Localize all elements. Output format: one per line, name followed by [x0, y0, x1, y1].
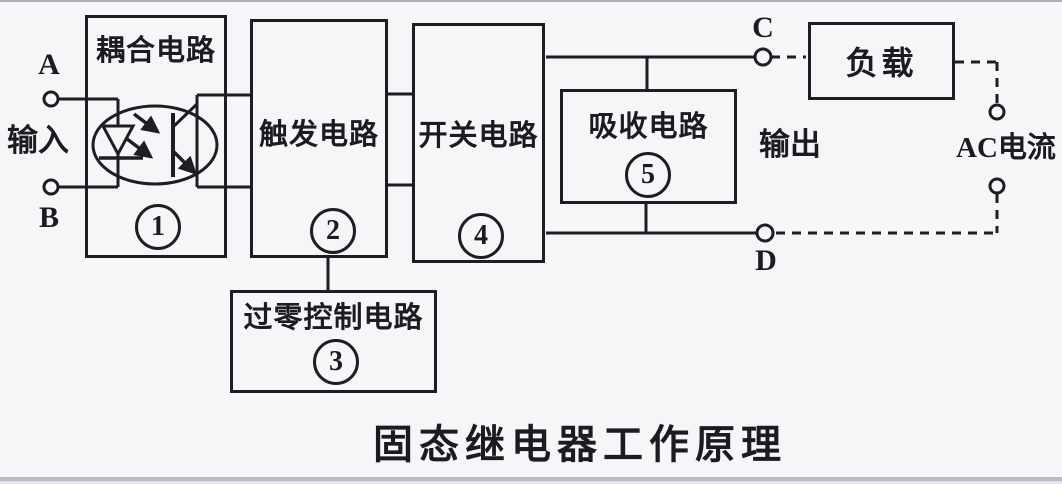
trigger-circuit-label: 触发电路	[258, 119, 379, 151]
optocoupler-icon	[91, 95, 219, 187]
trigger-circuit-block: 触发电路 2	[250, 19, 388, 258]
coupling-circuit-block: 耦合电路 1	[85, 15, 227, 258]
snubber-circuit-label: 吸收电路	[588, 111, 709, 143]
terminal-d-circle	[755, 223, 775, 243]
terminal-a-circle	[42, 90, 60, 108]
terminal-b-circle	[42, 178, 60, 196]
trigger-circuit-number-badge: 2	[310, 208, 356, 254]
snubber-circuit-block: 吸收电路 5	[560, 89, 737, 204]
terminal-a-label: A	[38, 48, 60, 81]
zero-crossing-circuit-number-badge: 3	[313, 339, 359, 385]
output-label: 输出	[759, 127, 821, 162]
bottom-edge-strip-light	[0, 481, 1062, 484]
terminal-c-label: C	[752, 11, 774, 44]
ac-source-bottom-terminal	[988, 177, 1006, 195]
coupling-circuit-number-badge: 1	[135, 204, 181, 250]
diagram-title: 固态继电器工作原理	[373, 422, 787, 467]
terminal-c-circle	[753, 47, 773, 67]
block-connectors	[197, 92, 412, 291]
bottom-edge-strip	[0, 477, 1062, 481]
switching-circuit-number-badge: 4	[458, 213, 504, 259]
zero-crossing-circuit-block: 过零控制电路 3	[230, 290, 437, 393]
output-wires	[546, 55, 757, 235]
coupling-circuit-label: 耦合电路	[95, 35, 216, 67]
top-edge-strip	[0, 0, 1062, 2]
load-label: 负载	[845, 45, 918, 81]
ac-current-label: AC电流	[956, 132, 1056, 164]
switching-circuit-block: 开关电路 4	[412, 23, 545, 263]
load-block: 负载	[808, 22, 955, 100]
ac-load-dashed-wires	[771, 55, 999, 235]
terminals	[42, 47, 1006, 243]
input-label: 输入	[7, 123, 69, 158]
terminal-b-label: B	[38, 201, 59, 234]
snubber-circuit-number-badge: 5	[625, 152, 671, 198]
ac-source-top-terminal	[988, 103, 1006, 121]
zero-crossing-circuit-label: 过零控制电路	[243, 302, 424, 334]
terminal-d-label: D	[755, 244, 777, 277]
switching-circuit-label: 开关电路	[418, 120, 539, 152]
